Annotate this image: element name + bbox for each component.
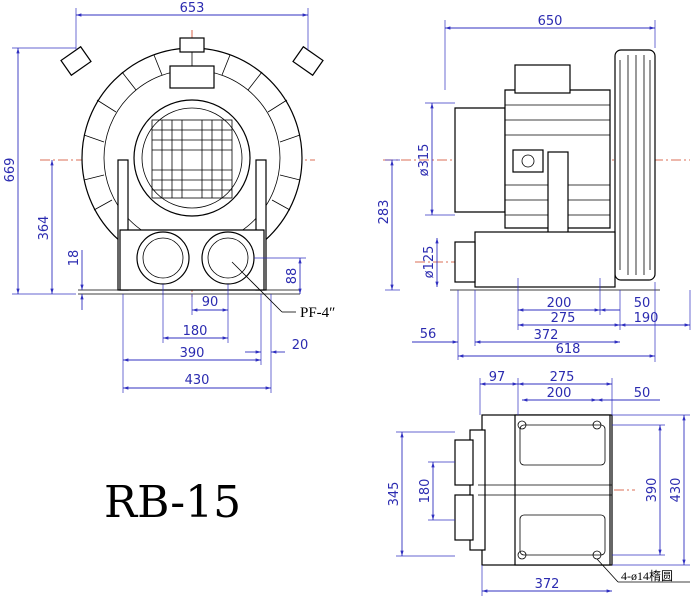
port-note: PF-4″ — [300, 305, 335, 321]
impeller-housing — [614, 49, 656, 281]
side-view: 650 ø315 283 ø125 200 50 275 190 56 372 … — [377, 14, 691, 362]
bottom-base-length-label: 372 — [535, 577, 560, 592]
front-view: 653 669 364 18 88 90 180 390 20 430 — [3, 1, 335, 393]
bottom-hole-spacing-label: 200 — [547, 386, 572, 401]
front-center-height-label: 364 — [37, 216, 52, 241]
side-hole-offset-label: 50 — [634, 296, 651, 311]
bottom-width-outer-label: 345 — [387, 482, 402, 507]
side-hole-spacing-label: 200 — [547, 296, 572, 311]
side-base-length-label: 372 — [534, 328, 559, 343]
terminal-box — [169, 65, 215, 89]
bottom-view: 97 275 200 50 345 180 390 430 372 4-ø14楕… — [387, 370, 690, 596]
front-outlet-height-label: 88 — [285, 268, 300, 285]
side-foot-length-label: 275 — [551, 311, 576, 326]
side-front-offset-label: 56 — [420, 327, 437, 342]
front-base-inner-label: 390 — [180, 346, 205, 361]
side-motor-dia-label: ø315 — [417, 144, 432, 177]
side-port-dia-label: ø125 — [422, 246, 437, 279]
front-port-spacing-label: 180 — [183, 324, 208, 339]
front-base-edge-label: 20 — [292, 338, 309, 353]
front-width-label: 653 — [180, 1, 205, 16]
side-total-length-label: 618 — [556, 342, 581, 357]
silencer-body — [474, 231, 616, 288]
bottom-hole-offset-label: 50 — [634, 386, 651, 401]
side-length-label: 650 — [538, 14, 563, 29]
front-base-offset-label: 18 — [67, 250, 82, 267]
bottom-base-outer-label: 430 — [669, 478, 684, 503]
side-foot-offset-label: 190 — [634, 311, 659, 326]
bottom-foot-length-label: 275 — [550, 370, 575, 385]
hole-note: 4-ø14楕圆 — [621, 569, 673, 583]
front-height-label: 669 — [3, 158, 18, 183]
front-outlet-spacing-label: 90 — [202, 295, 219, 310]
side-center-height-label: 283 — [377, 200, 392, 225]
terminal-box-side — [514, 64, 571, 94]
bottom-base-inner-label: 390 — [645, 478, 660, 503]
front-base-outer-label: 430 — [185, 373, 210, 388]
bottom-port-spacing-label: 180 — [418, 479, 433, 504]
bottom-offset-left-label: 97 — [489, 370, 506, 385]
model-title: RB-15 — [104, 477, 241, 528]
